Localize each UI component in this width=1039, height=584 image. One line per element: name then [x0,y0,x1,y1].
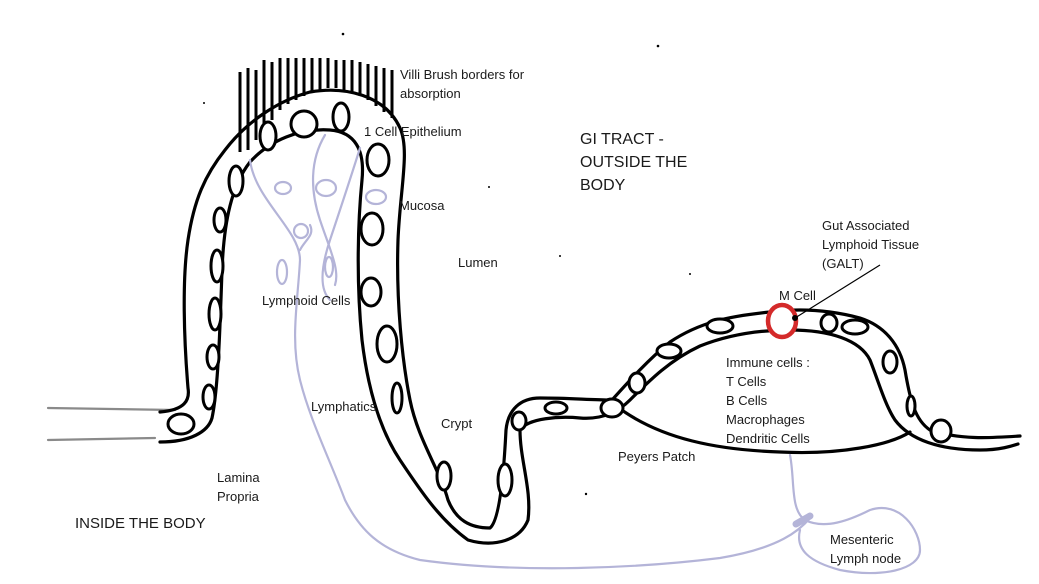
mesenteric-line1: Mesenteric [830,532,894,547]
immune-cells-line2: T Cells [726,374,767,389]
gi-tract-label-line3: BODY [580,177,626,194]
lymphoid-cell-shapes [273,178,388,286]
lymphatic-vessels [248,133,922,575]
lymph-node-marker [792,512,814,528]
crypt-label: Crypt [441,416,473,431]
galt-label-line3: (GALT) [822,256,864,271]
brush-border-microvilli [238,58,394,152]
galt-label: Gut Associated Lymphoid Tissue (GALT) [822,216,919,273]
epithelium-label: 1 Cell Epithelium [364,124,462,139]
stray-specks [203,32,691,496]
inside-body-label: INSIDE THE BODY [75,515,206,532]
mesenteric-label: Mesenteric Lymph node [830,530,901,568]
lamina-propria-label: Lamina Propria [217,468,260,506]
galt-label-line2: Lymphoid Tissue [822,237,920,252]
galt-label-line1: Gut Associated [822,218,910,233]
epithelium-outer-line [158,88,1022,530]
gi-tract-label: GI TRACT - OUTSIDE THE BODY [580,128,687,197]
immune-cells-line3: B Cells [726,393,768,408]
lamina-propria-line2: Propria [217,489,259,504]
left-baseline [46,406,177,442]
peyers-patch-base [613,403,912,455]
lymphoid-cells-label: Lymphoid Cells [262,293,351,308]
gi-tract-label-line2: OUTSIDE THE [580,154,688,171]
lumen-label: Lumen [458,255,498,270]
lamina-propria-line1: Lamina [217,470,260,485]
lymphatics-label: Lymphatics [311,399,377,414]
immune-cells-line1: Immune cells : [726,355,810,370]
epithelial-cells [166,101,953,498]
immune-cells-line4: Macrophages [726,412,805,427]
m-cell-marker [765,302,799,340]
gi-tract-label-line1: GI TRACT - [580,131,664,148]
villi-label-line2: absorption [400,86,461,101]
villi-label: Villi Brush borders for absorption [400,65,524,103]
galt-pointer-dot [792,315,798,321]
m-cell-label: M Cell [779,288,816,303]
mesenteric-line2: Lymph node [830,551,902,566]
galt-pointer-line [794,264,881,319]
mucosa-label: Mucosa [399,198,445,213]
immune-cells-label: Immune cells : T Cells B Cells Macrophag… [726,353,810,448]
immune-cells-line5: Dendritic Cells [726,431,810,446]
peyers-patch-label: Peyers Patch [618,449,696,464]
villi-label-line1: Villi Brush borders for [400,67,525,82]
